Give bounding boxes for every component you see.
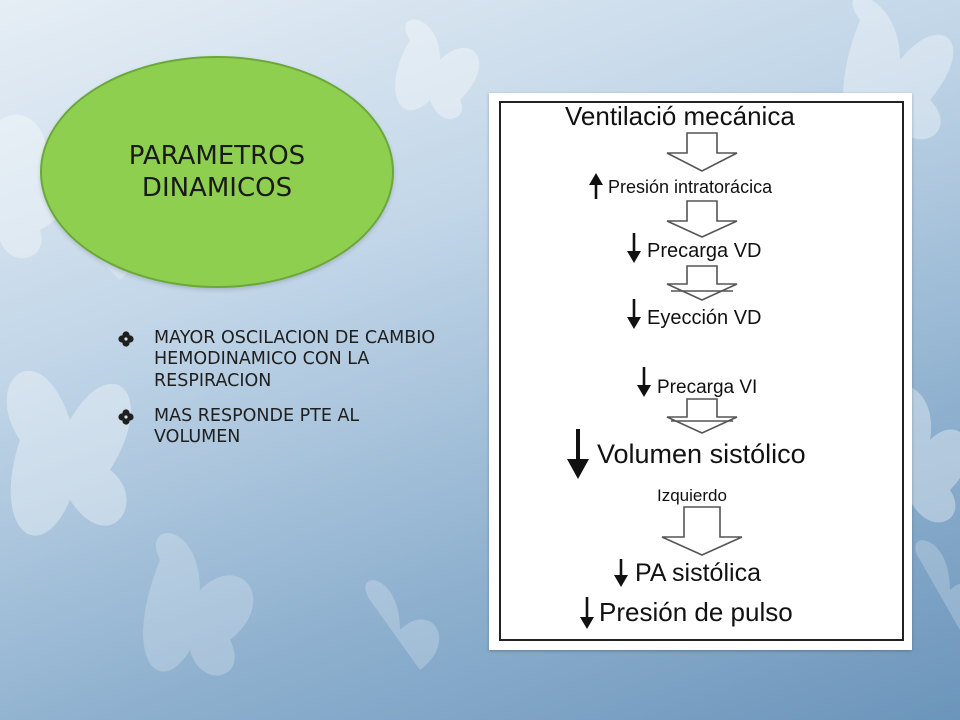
down-arrow-icon: [637, 367, 651, 397]
down-arrow-icon: [567, 429, 589, 479]
down-arrow-icon: [614, 559, 628, 587]
hollow-arrow: [661, 506, 743, 556]
hollow-arrow: [666, 398, 738, 434]
bullet-text: MAS RESPONDE PTE AL VOLUMEN: [154, 406, 360, 448]
flowchart-figure: Ventilació mecánica Presión intratorácic…: [489, 93, 912, 650]
flow-step-label: Presión de pulso: [599, 597, 793, 627]
flow-step-label: Precarga VI: [657, 377, 757, 398]
flow-step-label: Izquierdo: [657, 486, 727, 505]
flow-step-label: Ventilació mecánica: [565, 103, 795, 131]
down-arrow-icon: [580, 597, 594, 629]
bullet-list: MAYOR OSCILACION DE CAMBIO HEMODINAMICO …: [118, 328, 448, 463]
flow-step-label: PA sistólica: [635, 559, 761, 587]
bullet-item: MAYOR OSCILACION DE CAMBIO HEMODINAMICO …: [118, 328, 448, 392]
flow-step-label: Presión intratorácica: [608, 177, 773, 197]
hollow-arrow: [666, 265, 738, 301]
clover-icon: [118, 331, 134, 347]
title-line-1: PARAMETROS: [128, 140, 306, 171]
flowchart: Ventilació mecánica Presión intratorácic…: [565, 103, 806, 629]
down-arrow-icon: [627, 233, 641, 263]
bullet-item: MAS RESPONDE PTE AL VOLUMEN: [118, 406, 448, 449]
flow-step-label: Precarga VD: [647, 240, 762, 262]
bullet-text: MAYOR OSCILACION DE CAMBIO HEMODINAMICO …: [154, 328, 436, 391]
flowchart-frame: Ventilació mecánica Presión intratorácic…: [499, 101, 904, 641]
down-arrow-icon: [627, 299, 641, 329]
title-line-2: DINAMICOS: [141, 173, 293, 203]
flow-step-label: Volumen sistólico: [597, 439, 806, 469]
title-oval: PARAMETROS DINAMICOS: [40, 56, 394, 288]
up-arrow-icon: [589, 173, 603, 199]
hollow-arrow: [666, 200, 738, 238]
flow-step-label: Eyección VD: [647, 307, 762, 329]
clover-icon: [118, 409, 134, 425]
hollow-arrow: [666, 132, 738, 172]
